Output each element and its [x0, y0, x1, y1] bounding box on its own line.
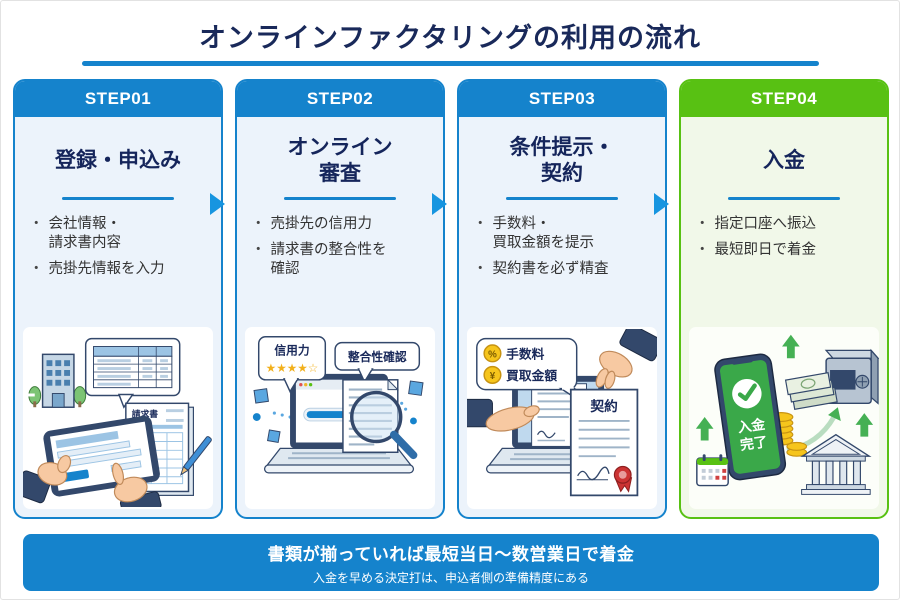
step-1-bullets: ・ 会社情報・ 請求書内容 ・ 売掛先情報を入力: [29, 215, 211, 286]
contract-illustration-icon: % 手数料 ¥ 買取金額: [467, 329, 657, 497]
banner-main-text: 書類が揃っていれば最短当日〜数営業日で着金: [267, 544, 635, 564]
step-1-header: STEP01: [15, 81, 221, 117]
step-1-illustration: 請求書: [23, 327, 213, 509]
registration-illustration-icon: 請求書: [23, 337, 212, 507]
bullet-marker: ・: [473, 216, 488, 232]
flow-arrow-icon: [210, 193, 225, 215]
percent-coin-text: %: [488, 349, 497, 360]
bullet-marker: ・: [473, 260, 488, 277]
step-3-title: 条件提示・ 契約: [509, 135, 615, 185]
flow-arrow-icon: [432, 193, 447, 215]
step-2-bullets: ・ 売掛先の信用力 ・ 請求書の整合性を 確認: [251, 215, 433, 286]
credit-label-text: 信用力: [274, 343, 309, 357]
fee-label-text: 手数料: [506, 346, 544, 361]
consistency-bubble-icon: 整合性確認: [334, 341, 421, 384]
step-4-bullets: ・ 指定口座へ振込 ・ 最短即日で着金: [695, 215, 877, 267]
payment-illustration-icon: 入金 完了: [695, 334, 879, 495]
payment-done-text-1: 入金: [737, 416, 767, 436]
step-2-title: オンライン 審査: [287, 135, 393, 185]
magnifier-icon: [350, 390, 418, 460]
step-2-header: STEP02: [237, 81, 443, 117]
bullet-marker: ・: [29, 260, 44, 277]
hands-icon: [23, 454, 162, 507]
step-1-title: 登録・申込み: [55, 148, 181, 172]
contract-document-icon: 契約: [569, 388, 639, 497]
calendar-icon: [696, 454, 729, 487]
step-1-divider: [62, 197, 174, 200]
title-underline: [81, 61, 819, 66]
online-review-illustration-icon: 信用力 ★★★★☆ 整合性確認: [252, 335, 424, 474]
step-4-divider: [728, 197, 840, 200]
consistency-label-text: 整合性確認: [347, 350, 407, 364]
page-title: オンラインファクタリングの利用の流れ: [198, 23, 702, 53]
step-4-header: STEP04: [681, 81, 887, 117]
fee-bubble-icon: % 手数料 ¥ 買取金額: [476, 337, 583, 404]
bullet-marker: ・: [695, 241, 710, 258]
step-2-divider: [284, 197, 396, 200]
bottom-banner: 書類が揃っていれば最短当日〜数営業日で着金 入金を早める決定打は、申込者側の準備…: [23, 534, 879, 591]
bullet-item: ・ 会社情報・ 請求書内容: [29, 216, 121, 251]
contract-title-text: 契約: [589, 398, 617, 414]
invoice-title-text: 請求書: [132, 408, 159, 419]
flow-arrow-icon: [654, 193, 669, 215]
steps-row: STEP01 登録・申込み ・ 会社情報・ 請求書内容 ・ 売掛先情報を入力: [13, 79, 889, 519]
step-3-bullets: ・ 手数料・ 買取金額を提示 ・ 契約書を必ず精査: [473, 215, 655, 286]
step-3-divider: [506, 197, 618, 200]
payment-done-text-2: 完了: [739, 433, 768, 453]
bank-icon: [800, 433, 872, 495]
step-3-header: STEP03: [459, 81, 665, 117]
amount-label-text: 買取金額: [506, 368, 557, 383]
bullet-marker: ・: [29, 216, 44, 232]
credit-bubble-icon: 信用力 ★★★★☆: [257, 335, 327, 394]
bullet-marker: ・: [251, 216, 266, 232]
bullet-item: ・ 請求書の整合性を 確認: [251, 241, 387, 277]
up-arrow-icon: [695, 334, 874, 441]
bullet-marker: ・: [695, 216, 710, 232]
step-4-illustration: 入金 完了: [689, 327, 879, 509]
step-4-title: 入金: [763, 148, 805, 172]
coins-icon: [768, 412, 808, 457]
step-card-3: STEP03 条件提示・ 契約 ・ 手数料・ 買取金額を提示 ・ 契約書を必ず精…: [457, 79, 667, 519]
building-icon: [28, 353, 87, 408]
step-3-illustration: % 手数料 ¥ 買取金額: [467, 327, 657, 509]
bullet-item: ・ 指定口座へ振込: [695, 216, 816, 232]
safe-icon: [824, 348, 879, 405]
pen-icon: [180, 436, 212, 476]
bullet-marker: ・: [251, 241, 266, 258]
bullet-item: ・ 契約書を必ず精査: [473, 260, 609, 277]
step-card-2: STEP02 オンライン 審査 ・ 売掛先の信用力 ・ 請求書の整合性を 確認: [235, 79, 445, 519]
spreadsheet-bubble-icon: [23, 337, 181, 409]
banner-sub-text: 入金を早める決定打は、申込者側の準備精度にある: [312, 570, 589, 585]
yen-coin-text: ¥: [490, 371, 496, 382]
handshake-hands-icon: [467, 329, 657, 432]
seal-ribbon-icon: [613, 465, 633, 493]
banknotes-icon: [784, 371, 838, 411]
credit-stars-text: ★★★★☆: [266, 362, 319, 375]
step-2-illustration: 信用力 ★★★★☆ 整合性確認: [245, 327, 435, 509]
bullet-item: ・ 最短即日で着金: [695, 241, 816, 258]
step-card-4: STEP04 入金 ・ 指定口座へ振込 ・ 最短即日で着金: [679, 79, 889, 519]
bullet-item: ・ 手数料・ 買取金額を提示: [473, 216, 594, 251]
cube-icon: [252, 380, 424, 444]
bullet-item: ・ 売掛先情報を入力: [29, 260, 165, 277]
step-card-1: STEP01 登録・申込み ・ 会社情報・ 請求書内容 ・ 売掛先情報を入力: [13, 79, 223, 519]
tablet-icon: [43, 415, 160, 497]
smartphone-icon: 入金 完了: [714, 353, 787, 481]
bullet-item: ・ 売掛先の信用力: [251, 216, 372, 232]
